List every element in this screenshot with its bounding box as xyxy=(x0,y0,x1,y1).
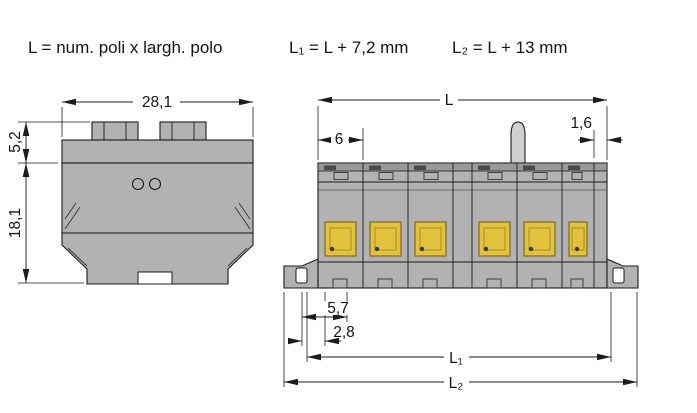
strip-horizontal-lines xyxy=(318,181,607,263)
pole-1 xyxy=(324,165,357,289)
dim-label-bg xyxy=(322,301,354,315)
dim-label-5-2: 5,2 xyxy=(7,131,24,153)
pole-separators xyxy=(362,163,595,288)
dim-label-bg xyxy=(444,349,469,366)
front-cap xyxy=(61,139,254,164)
pole-5 xyxy=(523,165,556,289)
front-tab-right xyxy=(159,121,207,141)
marker-slot xyxy=(568,165,580,170)
front-body-upper xyxy=(61,162,254,234)
clamp-spring-dot xyxy=(528,246,534,252)
mounting-slot-right xyxy=(612,267,625,284)
marker-slot xyxy=(414,165,426,170)
marker-slot xyxy=(523,165,535,170)
terminal-strip-body xyxy=(317,162,608,289)
front-tab-left xyxy=(91,121,139,141)
side-view xyxy=(283,121,639,289)
side-dimensions: L 6 1,6 5,7 2,8 L₁ L₂ xyxy=(283,92,638,392)
pole-6 xyxy=(568,165,588,289)
dim-label-1-6: 1,6 xyxy=(570,115,592,132)
dim-label-2-8: 2,8 xyxy=(333,324,355,341)
front-bottom-notch xyxy=(137,271,173,285)
clamp-window xyxy=(523,221,556,257)
mounting-slot-left xyxy=(295,267,308,284)
detail-window xyxy=(487,172,503,180)
clamp-inner xyxy=(329,227,352,251)
front-test-port-right xyxy=(148,177,162,191)
dim-label-L2: L₂ xyxy=(449,375,464,392)
formula-l1: L₁ = L + 7,2 mm xyxy=(289,38,408,57)
formula-pole-width: L = num. poli x largh. polo xyxy=(28,38,223,57)
dim-label-L: L xyxy=(445,92,454,109)
dim-label-5-7: 5,7 xyxy=(327,300,349,317)
clamp-inner xyxy=(483,227,506,251)
pole-3 xyxy=(414,165,447,289)
dim-label-18-1: 18,1 xyxy=(7,208,24,238)
detail-window xyxy=(532,172,548,180)
clamp-inner xyxy=(419,227,442,251)
detail-window xyxy=(571,172,583,180)
detail-window xyxy=(378,172,394,180)
clamp-spring-dot xyxy=(374,246,380,252)
front-view xyxy=(61,121,254,285)
dim-label-bg xyxy=(444,374,469,391)
bottom-notch xyxy=(570,278,584,289)
front-dimensions: 28,1 5,2 18,1 xyxy=(7,94,254,284)
front-tab-detail-lines xyxy=(103,122,195,140)
clamp-window xyxy=(369,221,402,257)
formula-l2: L₂ = L + 13 mm xyxy=(452,38,568,57)
dim-label-bg xyxy=(331,131,348,147)
bottom-notch xyxy=(531,278,547,289)
clamp-window xyxy=(478,221,511,257)
clamp-inner xyxy=(528,227,551,251)
clamp-window xyxy=(568,221,588,257)
dim-label-bg xyxy=(440,92,458,108)
detail-window xyxy=(333,172,349,180)
bottom-notch xyxy=(377,278,393,289)
terminal-strip-top-band xyxy=(317,162,608,172)
clamp-spring-dot xyxy=(419,246,425,252)
marker-slot xyxy=(478,165,490,170)
dim-label-L1: L₁ xyxy=(449,350,463,367)
front-body-lower xyxy=(61,232,254,285)
front-test-port-left xyxy=(131,177,145,191)
marker-slot xyxy=(369,165,381,170)
front-hatch-lines xyxy=(64,202,251,267)
front-extension-lines xyxy=(18,107,254,284)
bottom-notch xyxy=(486,278,502,289)
dim-label-6: 6 xyxy=(335,131,344,148)
dim-label-bg xyxy=(133,94,180,110)
bottom-notch xyxy=(332,278,348,289)
bottom-notch xyxy=(422,278,438,289)
clamp-spring-dot xyxy=(483,246,489,252)
marker-tab xyxy=(510,121,526,164)
clamp-spring-dot xyxy=(574,246,580,252)
pole-2 xyxy=(369,165,402,289)
clamp-window xyxy=(324,221,357,257)
clamp-window xyxy=(414,221,447,257)
pole-4 xyxy=(478,165,511,289)
detail-window xyxy=(423,172,439,180)
dim-label-28-1: 28,1 xyxy=(142,94,172,111)
clamp-inner xyxy=(374,227,397,251)
marker-slot xyxy=(324,165,336,170)
clamp-spring-dot xyxy=(329,246,335,252)
